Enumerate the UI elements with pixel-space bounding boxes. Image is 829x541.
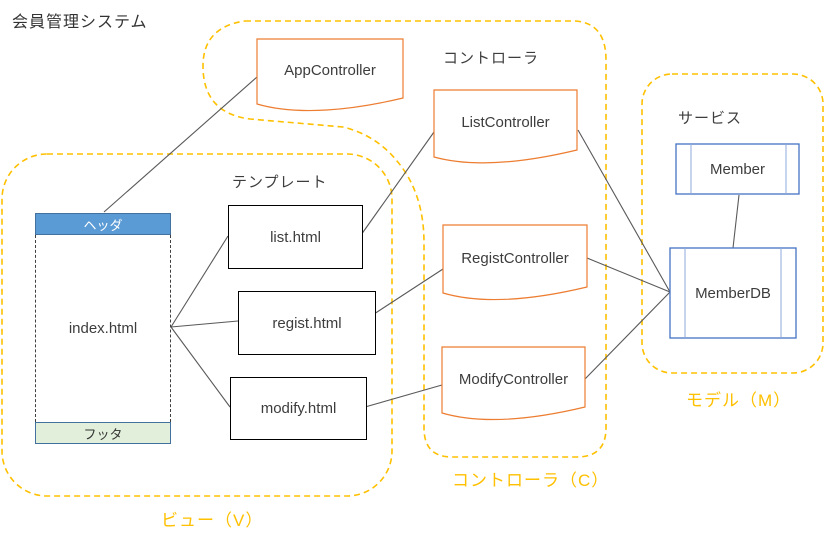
node-modifyhtml: modify.html: [230, 377, 367, 440]
connector-list-listcontroller: [360, 131, 435, 236]
diagram-title: 会員管理システム: [12, 14, 148, 31]
model-group-label: モデル（M）: [686, 391, 792, 410]
connector-lines: [103, 76, 740, 408]
index-header-bar: ヘッダ: [35, 213, 171, 235]
member-shape: [675, 143, 800, 195]
controller-group-label: コントローラ（C）: [452, 471, 610, 490]
node-registhtml: regist.html: [238, 291, 376, 355]
connector-appcontroller-header: [103, 76, 258, 213]
node-indexhtml: index.html: [35, 235, 171, 422]
template-heading: テンプレート: [232, 174, 328, 191]
connector-index-modify: [170, 326, 231, 408]
service-heading: サービス: [678, 110, 743, 127]
connector-regist-registcontroller: [373, 268, 444, 315]
node-listhtml: list.html: [228, 205, 363, 269]
connector-listcontroller-memberdb: [577, 129, 671, 293]
listcontroller-shape: [433, 89, 578, 164]
connector-index-regist: [170, 320, 239, 328]
connector-member-memberdb: [732, 194, 740, 249]
modifycontroller-shape: [441, 346, 586, 421]
view-group-label: ビュー（V）: [161, 511, 264, 530]
controller-heading: コントローラ: [443, 50, 540, 67]
model-group-outline: [641, 73, 824, 374]
appcontroller-shape: [256, 38, 404, 112]
connector-modify-modifycontroller: [364, 384, 443, 408]
index-footer-bar: フッタ: [35, 422, 171, 444]
connector-modifycontroller-memberdb: [584, 291, 671, 380]
view-group-outline: [1, 153, 393, 497]
connector-index-list: [170, 235, 229, 328]
connector-registcontroller-memberdb: [586, 257, 671, 293]
registcontroller-shape: [442, 224, 588, 301]
memberdb-shape: [669, 247, 797, 339]
